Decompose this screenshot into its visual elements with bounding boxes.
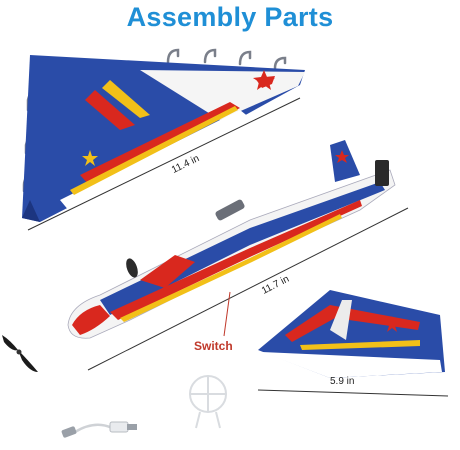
propeller-icon xyxy=(2,335,38,372)
tail-wing-dimension-line xyxy=(257,389,449,397)
main-wing xyxy=(22,48,305,222)
usb-cable-icon xyxy=(61,421,137,438)
tail-wing-measurement: 5.9 in xyxy=(330,376,355,387)
fuselage xyxy=(67,140,396,339)
main-wing-dimension-line xyxy=(27,97,301,231)
tail-wing xyxy=(258,290,445,378)
page-title: Assembly Parts xyxy=(126,2,334,32)
switch-pointer xyxy=(223,291,231,337)
fuselage-dimension-line xyxy=(87,207,409,371)
propeller-guard-icon xyxy=(189,375,227,429)
switch-label: Switch xyxy=(194,339,233,353)
